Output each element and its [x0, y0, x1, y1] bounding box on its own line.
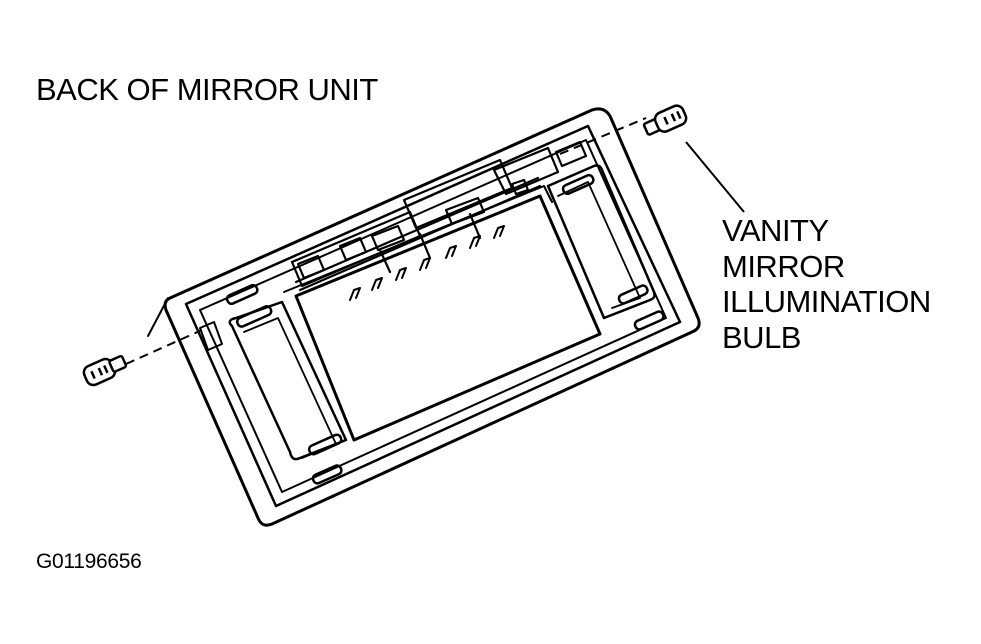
left-bulb-icon — [82, 354, 128, 387]
bulb-callout-label: VANITY MIRROR ILLUMINATION BULB — [722, 213, 931, 355]
housing-outer-outline — [163, 107, 701, 527]
comb-details — [349, 225, 505, 301]
right-lamp-window-inner — [557, 181, 641, 309]
housing-inner-rim — [184, 124, 682, 508]
callout-line-1: VANITY — [722, 213, 829, 248]
left-edge-pin — [147, 297, 169, 337]
figure-id: G01196656 — [36, 550, 142, 573]
right-lamp-window — [546, 164, 656, 320]
callout-leader-line — [685, 141, 745, 213]
callout-line-4: BULB — [722, 319, 801, 355]
housing-second-rim — [199, 139, 667, 493]
left-lamp-window — [228, 300, 348, 461]
right-bulb-icon — [642, 104, 688, 136]
wiring-channel — [290, 140, 588, 292]
callout-line-2: MIRROR — [722, 248, 845, 284]
left-side-tab — [199, 321, 223, 351]
housing-slots — [225, 173, 665, 485]
callout-line-3: ILLUMINATION — [722, 284, 931, 319]
mirror-opening — [294, 194, 602, 442]
bulb-insertion-axis — [125, 117, 647, 365]
diagram-title: BACK OF MIRROR UNIT — [36, 72, 378, 107]
